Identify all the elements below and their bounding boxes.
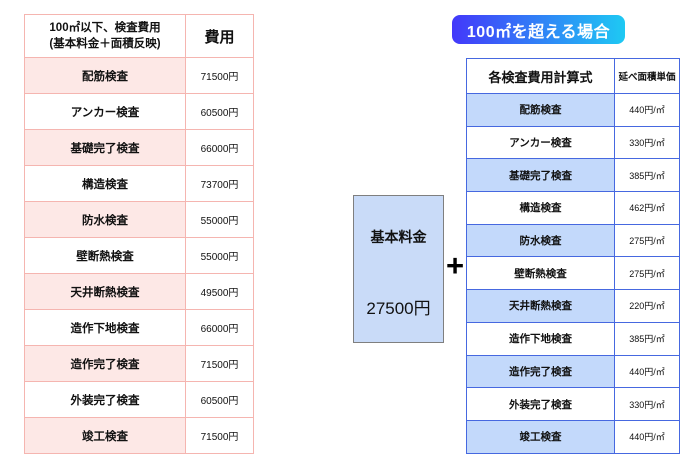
table-header-row: 100㎡以下、検査費用 (基本料金＋面積反映) 費用: [24, 14, 254, 58]
unit-price-cell: 462円/㎡: [614, 191, 680, 225]
unit-price-cell: 220円/㎡: [614, 289, 680, 323]
over-100sqm-badge: 100㎡を超える場合: [452, 15, 625, 44]
unit-price-cell: 275円/㎡: [614, 256, 680, 291]
inspection-name-cell: 壁断熱検査: [466, 256, 615, 291]
inspection-name-cell: 造作下地検査: [24, 309, 186, 346]
unit-price-cell: 385円/㎡: [614, 158, 680, 193]
inspection-name-cell: 天井断熱検査: [24, 273, 186, 310]
base-fee-box: 基本料金 27500円: [353, 195, 444, 343]
fee-cell: 55000円: [185, 201, 254, 238]
inspection-name-cell: 造作完了検査: [466, 354, 615, 389]
fee-cell: 55000円: [185, 237, 254, 274]
inspection-name-cell: 基礎完了検査: [24, 129, 186, 166]
fee-cell: 71500円: [185, 57, 254, 94]
formula-column-header: 各検査費用計算式: [466, 58, 615, 94]
fee-cell: 49500円: [185, 273, 254, 310]
inspection-name-cell: 竣工検査: [466, 419, 615, 454]
inspection-name-cell: 配筋検査: [466, 93, 615, 127]
inspection-name-cell: 外装完了検査: [24, 381, 186, 418]
inspection-name-cell: 防水検査: [24, 201, 186, 238]
table-header-row: 各検査費用計算式 延べ面積単価: [466, 58, 680, 94]
fee-column-header: 費用: [185, 14, 254, 58]
fee-cell: 73700円: [185, 165, 254, 202]
unit-price-cell: 440円/㎡: [614, 93, 680, 127]
unit-price-cell: 385円/㎡: [614, 321, 680, 356]
inspection-name-cell: 防水検査: [466, 223, 615, 258]
unit-price-column-header: 延べ面積単価: [614, 58, 680, 94]
inspection-name-cell: 構造検査: [24, 165, 186, 202]
fee-cell: 60500円: [185, 381, 254, 418]
unit-price-cell: 275円/㎡: [614, 223, 680, 258]
unit-price-cell: 330円/㎡: [614, 387, 680, 421]
fee-cell: 60500円: [185, 93, 254, 130]
left-table-title-line2: (基本料金＋面積反映): [49, 38, 161, 50]
inspection-name-cell: 配筋検査: [24, 57, 186, 94]
base-fee-label: 基本料金: [370, 229, 427, 245]
inspection-name-cell: 造作下地検査: [466, 321, 615, 356]
unit-price-cell: 330円/㎡: [614, 125, 680, 160]
base-fee-amount: 27500円: [366, 299, 431, 318]
inspection-name-cell: 天井断熱検査: [466, 289, 615, 323]
fee-cell: 71500円: [185, 345, 254, 382]
inspection-name-cell: 造作完了検査: [24, 345, 186, 382]
inspection-name-cell: アンカー検査: [24, 93, 186, 130]
inspection-name-cell: 竣工検査: [24, 417, 186, 454]
inspection-name-cell: 構造検査: [466, 191, 615, 225]
plus-sign: +: [445, 248, 465, 283]
inspection-name-cell: 壁断熱検査: [24, 237, 186, 274]
fee-cell: 66000円: [185, 309, 254, 346]
left-table-title-cell: 100㎡以下、検査費用 (基本料金＋面積反映): [24, 14, 186, 58]
inspection-name-cell: 外装完了検査: [466, 387, 615, 421]
inspection-name-cell: 基礎完了検査: [466, 158, 615, 193]
unit-price-cell: 440円/㎡: [614, 354, 680, 389]
fee-cell: 66000円: [185, 129, 254, 166]
left-table-title-line1: 100㎡以下、検査費用: [49, 21, 161, 34]
inspection-name-cell: アンカー検査: [466, 125, 615, 160]
unit-price-cell: 440円/㎡: [614, 419, 680, 454]
fee-cell: 71500円: [185, 417, 254, 454]
